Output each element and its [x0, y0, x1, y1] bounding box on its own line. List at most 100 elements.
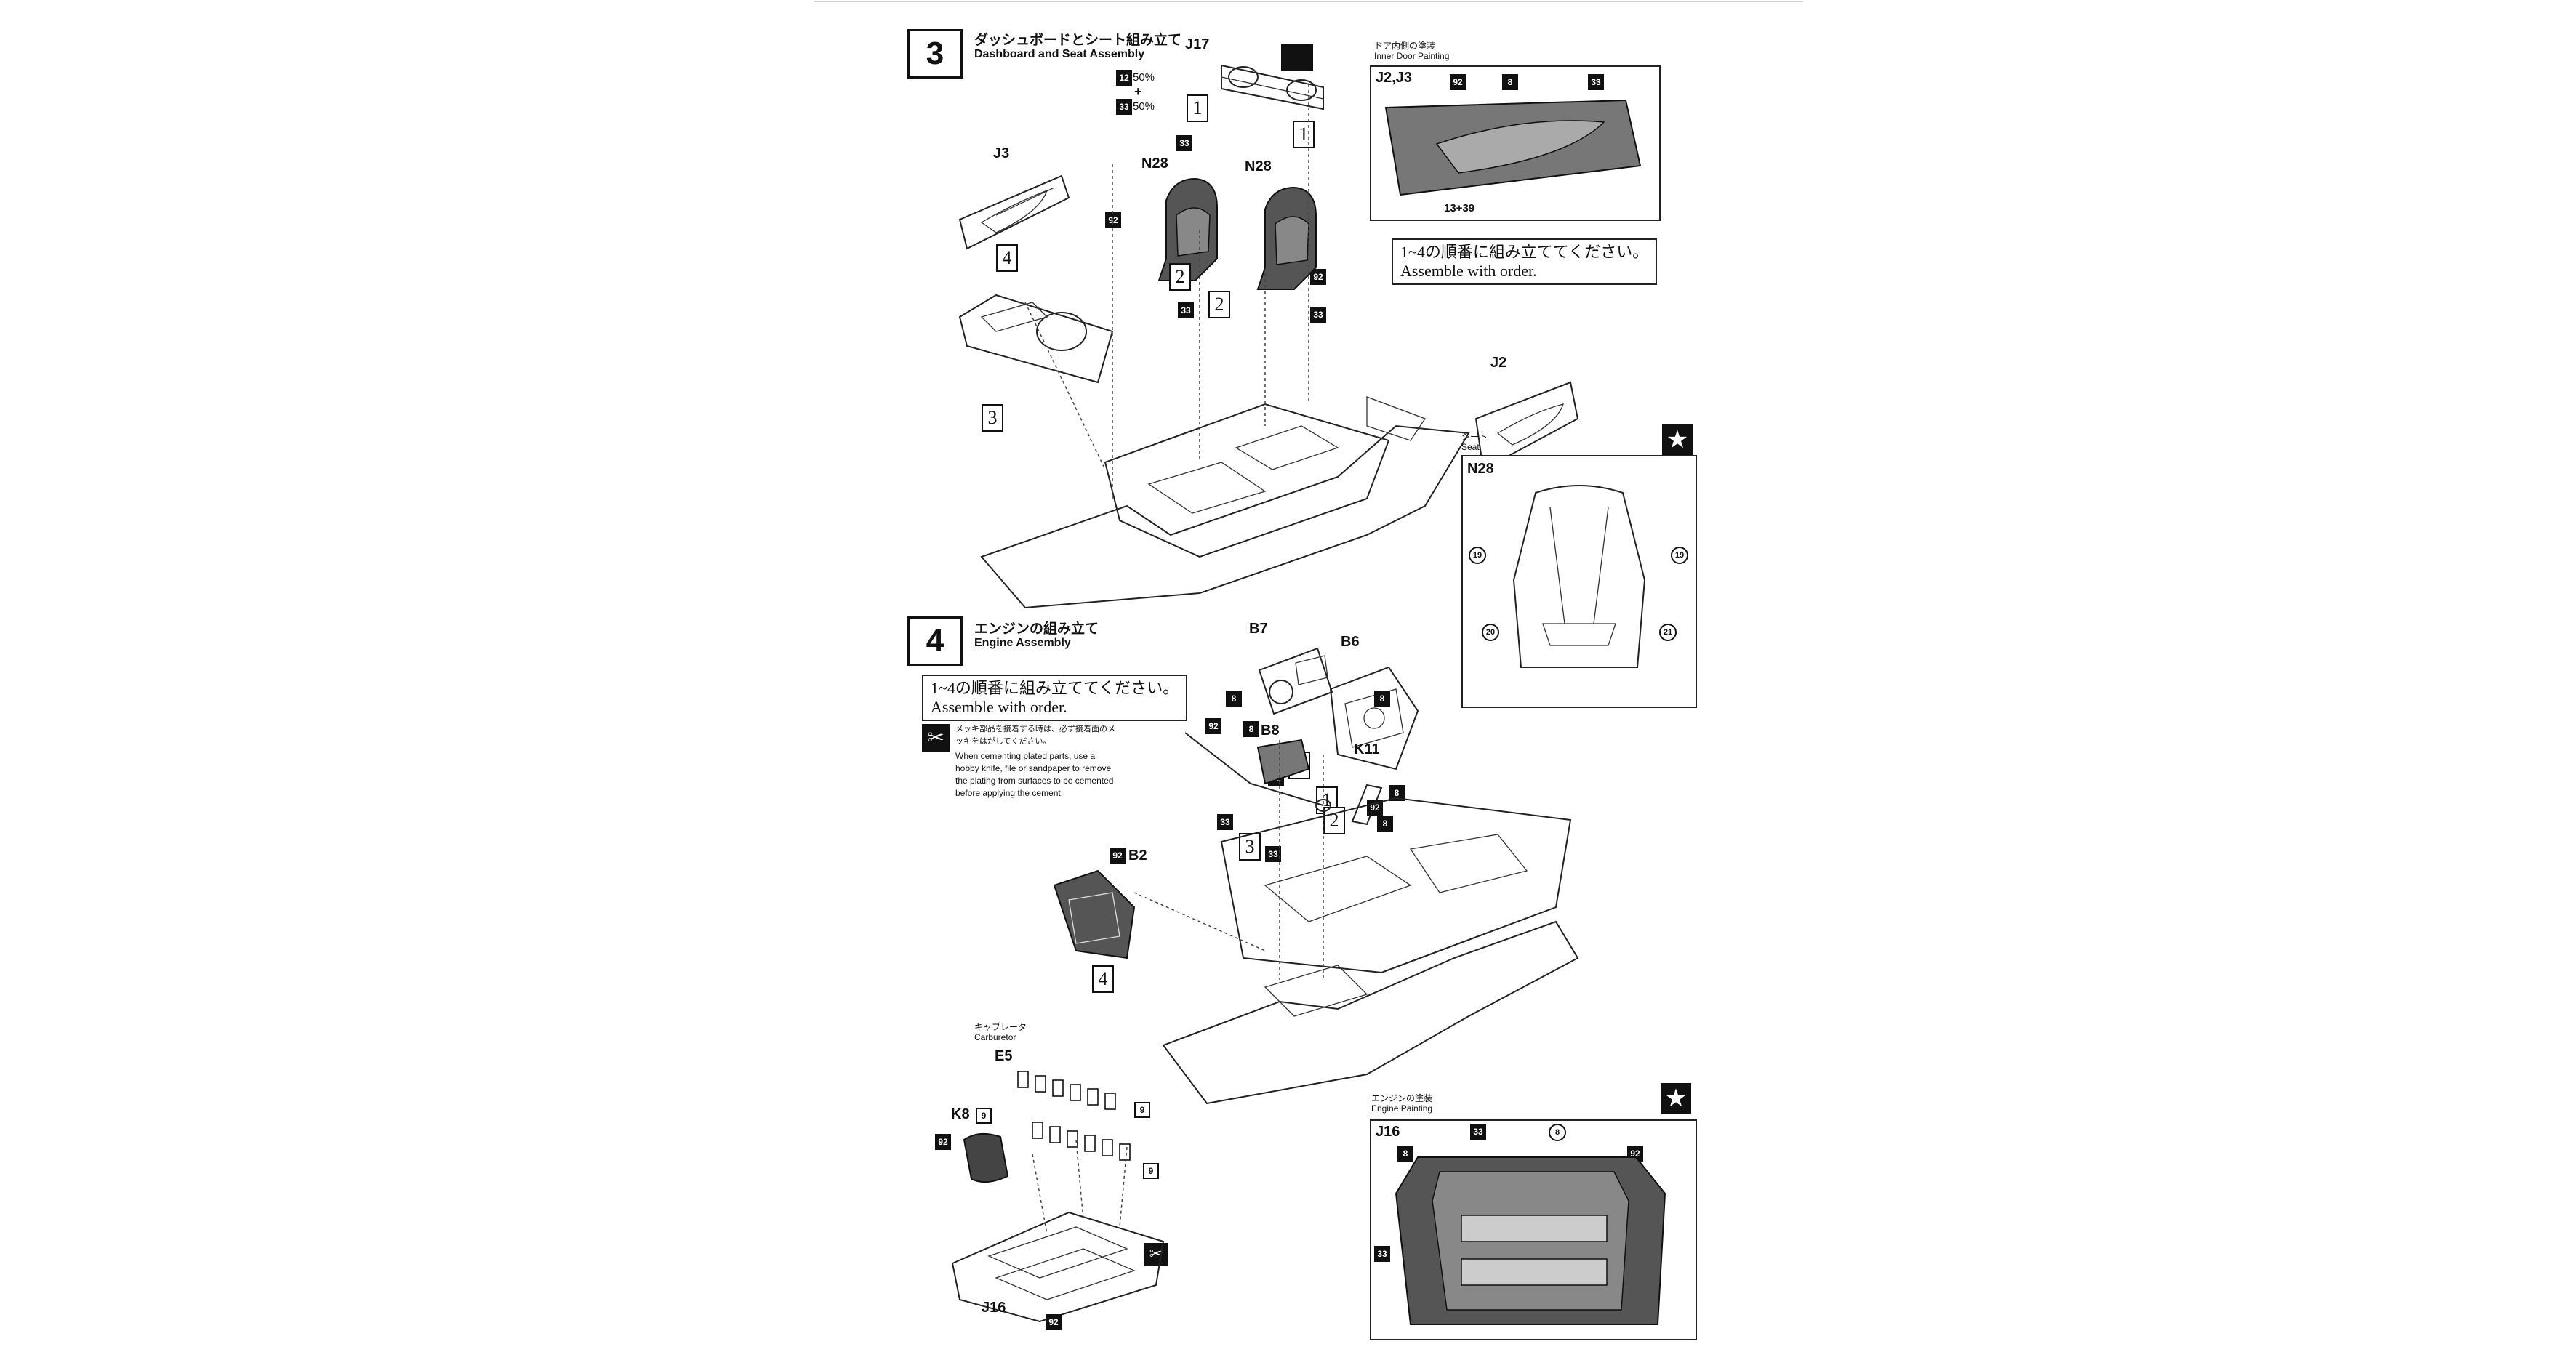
- carburetor-jp: キャブレータ: [974, 1022, 1027, 1032]
- inner-door-drawing: [1384, 99, 1642, 196]
- order-note-jp: 1~4の順番に組み立ててください。: [1400, 243, 1649, 261]
- step-3-panel: 3 ダッシュボードとシート組み立て Dashboard and Seat Ass…: [902, 26, 1709, 708]
- seat-title-jp: シート: [1461, 432, 1488, 442]
- inner-door-callout: J2,J3 92 8 33 13+39: [1370, 65, 1661, 221]
- inner-door-title-jp: ドア内側の塗装: [1374, 41, 1436, 51]
- color-code: 9: [1143, 1163, 1159, 1179]
- decal-number: 21: [1659, 624, 1677, 641]
- color-code: 92: [1046, 1314, 1062, 1330]
- color-code: 9: [976, 1108, 992, 1124]
- decal-number: 8: [1549, 1124, 1566, 1141]
- part-label-j17: J17: [1185, 36, 1210, 52]
- inner-door-title-en: Inner Door Painting: [1374, 51, 1450, 61]
- engine-bay-chassis-drawing: [1133, 740, 1579, 1105]
- color-code: 8: [1397, 1146, 1413, 1162]
- color-code: 8: [1226, 691, 1242, 707]
- inner-door-parts: J2,J3: [1376, 70, 1413, 86]
- engine-part-label: J16: [1376, 1124, 1400, 1140]
- part-b7-drawing: [1258, 647, 1333, 715]
- part-j2-drawing: [1474, 381, 1579, 471]
- color-code: 92: [1110, 848, 1126, 864]
- decal-number: 19: [1469, 547, 1486, 564]
- order-note-en: Assemble with order.: [931, 698, 1067, 716]
- color-code: 33: [1176, 135, 1192, 151]
- sequence-4: 4: [996, 244, 1018, 272]
- seat-drawing-right: [1256, 186, 1317, 290]
- color-code: 12: [1116, 70, 1132, 86]
- carburetor-drawing: [1017, 1071, 1131, 1161]
- warning-en: When cementing plated parts, use a hobby…: [955, 751, 1114, 798]
- plated-parts-warning-icon: ✂: [1144, 1243, 1168, 1266]
- part-j3-drawing: [958, 174, 1070, 250]
- order-note: 1~4の順番に組み立ててください。 Assemble with order.: [1392, 238, 1658, 285]
- part-b8-drawing: [1184, 732, 1331, 812]
- sequence-2: 2: [1169, 263, 1191, 291]
- engine-painting-en: Engine Painting: [1371, 1103, 1433, 1114]
- mix-percent: 50%: [1133, 100, 1155, 113]
- step-number: 3: [907, 29, 963, 79]
- color-code: 8: [1374, 691, 1390, 707]
- part-label-b6: B6: [1341, 634, 1360, 650]
- order-note: 1~4の順番に組み立ててください。 Assemble with order.: [922, 675, 1188, 721]
- warning-jp: メッキ部品を接着する時は、必ず接着面のメッキをはがしてください。: [955, 724, 1115, 746]
- chassis-drawing: [980, 84, 1470, 609]
- part-label-b2: B2: [1128, 848, 1147, 864]
- decal-number: 20: [1482, 624, 1499, 641]
- top-rule: [814, 1, 1803, 2]
- color-code: 33: [1470, 1124, 1486, 1140]
- order-note-jp: 1~4の順番に組み立ててください。: [931, 679, 1179, 697]
- engine-block-drawing: [1395, 1156, 1666, 1325]
- color-code: 92: [935, 1134, 951, 1150]
- seat-title-en: Seat: [1461, 442, 1480, 452]
- sequence-3: 3: [1239, 833, 1261, 861]
- dashboard-drawing: [958, 294, 1114, 384]
- step-number: 4: [907, 616, 963, 666]
- color-code: 8: [1243, 721, 1259, 737]
- part-label-k11: K11: [1354, 741, 1380, 757]
- seat-part-label: N28: [1467, 461, 1494, 477]
- part-b2-drawing: [1053, 869, 1136, 959]
- part-label-e5: E5: [995, 1048, 1013, 1064]
- part-j17-drawing: [1221, 64, 1324, 110]
- instruction-sheet: 3 ダッシュボードとシート組み立て Dashboard and Seat Ass…: [814, 0, 1803, 1352]
- sequence-2: 2: [1208, 291, 1230, 318]
- color-code: 33: [1265, 846, 1281, 862]
- color-code: 8: [1377, 816, 1393, 832]
- color-code: 92: [1450, 74, 1466, 90]
- color-code: 33: [1374, 1246, 1390, 1262]
- carburetor-en: Carburetor: [974, 1032, 1016, 1042]
- part-k11-drawing: [1351, 784, 1383, 826]
- part-k8-drawing: [963, 1132, 1009, 1183]
- order-note-en: Assemble with order.: [1400, 262, 1537, 280]
- color-code: 9: [1134, 1102, 1150, 1118]
- part-label-b8: B8: [1261, 723, 1280, 739]
- color-code: 33: [1310, 307, 1326, 323]
- part-label-n28: N28: [1245, 158, 1272, 174]
- color-code: 8: [1502, 74, 1518, 90]
- sequence-3: 3: [982, 404, 1003, 432]
- part-label-j2: J2: [1490, 355, 1507, 371]
- step-title-en: Dashboard and Seat Assembly: [974, 48, 1145, 60]
- mix-percent: 50%: [1133, 71, 1155, 84]
- decal-number: 19: [1671, 547, 1688, 564]
- sequence-1: 1: [1187, 94, 1208, 122]
- inner-door-mix: 13+39: [1444, 202, 1475, 214]
- step-title-jp: エンジンの組み立て: [974, 621, 1099, 637]
- color-code: 92: [1105, 212, 1121, 228]
- mix-plus: +: [1134, 84, 1142, 99]
- step-title-en: Engine Assembly: [974, 637, 1071, 649]
- engine-painting-callout: J16 8 33 8 92 33 33: [1370, 1119, 1697, 1340]
- sequence-1: 1: [1293, 121, 1315, 148]
- color-code: 8: [1389, 785, 1405, 801]
- step-4-panel: 4 エンジンの組み立て Engine Assembly 1~4の順番に組み立てて…: [902, 616, 1709, 1343]
- seat-callout: N28 19 19 20 21: [1461, 455, 1697, 708]
- part-label-j16: J16: [982, 1300, 1006, 1316]
- part-j16-drawing: [951, 1139, 1165, 1323]
- seat-harness-drawing: [1512, 485, 1646, 668]
- seat-drawing-left: [1157, 177, 1218, 281]
- step-title-jp: ダッシュボードとシート組み立て: [974, 32, 1182, 48]
- engine-painting-jp: エンジンの塗装: [1371, 1093, 1433, 1103]
- part-label-n28: N28: [1141, 156, 1168, 172]
- color-code: 33: [1178, 302, 1194, 318]
- star-icon: ★: [1662, 424, 1693, 455]
